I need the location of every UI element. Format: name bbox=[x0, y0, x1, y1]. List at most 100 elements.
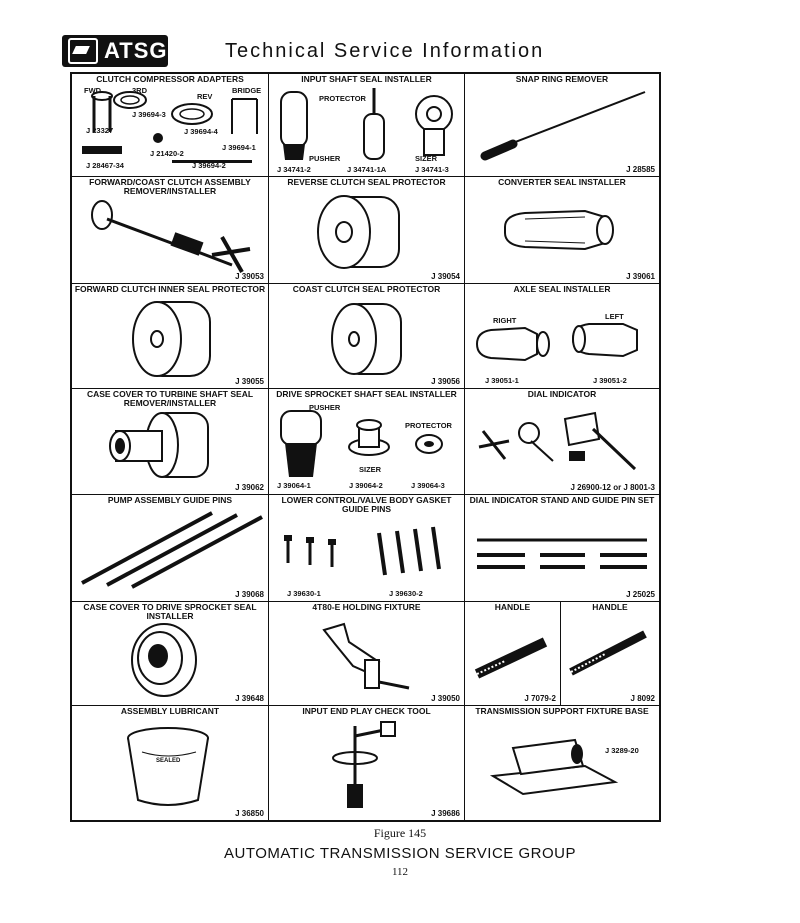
part-number: J 3289-20 bbox=[605, 746, 639, 755]
cell-reverse-clutch-protector: REVERSE CLUTCH SEAL PROTECTOR J 39054 bbox=[269, 177, 464, 283]
support-base-drawing bbox=[489, 738, 619, 796]
cell-axle-seal: AXLE SEAL INSTALLER RIGHT LEFT J 39051-1… bbox=[465, 284, 659, 388]
lubricant-can-drawing bbox=[127, 727, 209, 806]
part-number: J 39068 bbox=[235, 590, 264, 599]
part-number: J 39061 bbox=[626, 272, 655, 281]
label-left: LEFT bbox=[605, 312, 624, 321]
part-number: J 39051-2 bbox=[593, 376, 627, 385]
cell-converter-seal: CONVERTER SEAL INSTALLER J 39061 bbox=[465, 177, 659, 283]
cell-title: FORWARD/COAST CLUTCH ASSEMBLY REMOVER/IN… bbox=[89, 177, 251, 196]
label-pusher: PUSHER bbox=[309, 154, 341, 163]
cell-forward-inner-seal: FORWARD CLUTCH INNER SEAL PROTECTOR J 39… bbox=[72, 284, 268, 388]
part-number: J 39054 bbox=[431, 272, 460, 281]
part-number: J 39686 bbox=[431, 809, 460, 818]
cell-title: REVERSE CLUTCH SEAL PROTECTOR bbox=[287, 177, 446, 187]
cell-dial-indicator-stand: DIAL INDICATOR STAND AND GUIDE PIN SET J… bbox=[465, 495, 659, 601]
cell-title: DIAL INDICATOR bbox=[527, 389, 597, 399]
forward-inner-drawing bbox=[132, 301, 211, 377]
cell-assembly-lubricant: ASSEMBLY LUBRICANT SEALED J 36850 bbox=[72, 706, 268, 820]
part-number: J 28467-34 bbox=[86, 161, 124, 170]
case-cover-turbine-drawing bbox=[109, 412, 209, 478]
cell-handle-2: HANDLE J 8092 bbox=[561, 602, 659, 705]
figure-caption: Figure 145 bbox=[373, 826, 427, 840]
cell-support-fixture-base: TRANSMISSION SUPPORT FIXTURE BASE J 3289… bbox=[465, 706, 659, 820]
tool-grid: CLUTCH COMPRESSOR ADAPTERS FWD 3RD REV B… bbox=[70, 72, 661, 822]
part-number: J 39062 bbox=[235, 483, 264, 492]
case-cover-drive-drawing bbox=[131, 623, 197, 697]
part-number: J 39064-3 bbox=[411, 481, 445, 490]
part-number: J 39630-2 bbox=[389, 589, 423, 598]
cell-title: COAST CLUTCH SEAL PROTECTOR bbox=[292, 284, 441, 294]
cell-holding-fixture: 4T80-E HOLDING FIXTURE J 39050 bbox=[269, 602, 464, 705]
cell-lower-control-pins: LOWER CONTROL/VALVE BODY GASKET GUIDE PI… bbox=[269, 495, 464, 601]
part-number: J 39694-1 bbox=[222, 143, 256, 152]
label-fwd: FWD bbox=[84, 86, 102, 95]
part-number: J 39055 bbox=[235, 377, 264, 386]
cell-drive-sprocket-installer: DRIVE SPROCKET SHAFT SEAL INSTALLER PUSH… bbox=[269, 389, 464, 494]
cell-title: INPUT END PLAY CHECK TOOL bbox=[302, 706, 431, 716]
converter-seal-drawing bbox=[504, 209, 614, 251]
dial-stand-drawing bbox=[477, 538, 647, 569]
axle-seal-drawing bbox=[475, 323, 638, 362]
label-protector: PROTECTOR bbox=[405, 421, 452, 430]
footer-title: AUTOMATIC TRANSMISSION SERVICE GROUP bbox=[224, 845, 576, 862]
part-number: J 39694-2 bbox=[192, 161, 226, 170]
part-number: J 39648 bbox=[235, 694, 264, 703]
cell-case-cover-drive: CASE COVER TO DRIVE SPROCKET SEAL INSTAL… bbox=[72, 602, 268, 705]
cell-coast-clutch-protector: COAST CLUTCH SEAL PROTECTOR J 39056 bbox=[269, 284, 464, 388]
handle-2-drawing bbox=[569, 630, 647, 676]
pump-guide-drawing bbox=[81, 511, 263, 589]
part-number: J 21420-2 bbox=[150, 149, 184, 158]
cell-title: HANDLE bbox=[592, 602, 628, 612]
part-number: J 7079-2 bbox=[524, 694, 556, 703]
cell-end-play-tool: INPUT END PLAY CHECK TOOL J 39686 bbox=[269, 706, 464, 820]
cell-title: INPUT SHAFT SEAL INSTALLER bbox=[301, 74, 432, 84]
label-sizer: SIZER bbox=[359, 465, 382, 474]
snap-ring-drawing bbox=[480, 91, 646, 161]
part-number: J 36850 bbox=[235, 809, 264, 818]
part-number: J 39050 bbox=[431, 694, 460, 703]
part-number: J 39056 bbox=[431, 377, 460, 386]
cell-title: CASE COVER TO DRIVE SPROCKET SEAL INSTAL… bbox=[83, 602, 257, 621]
clutch-compressor-drawing bbox=[82, 91, 258, 163]
cell-title: LOWER CONTROL/VALVE BODY GASKET GUIDE PI… bbox=[281, 495, 452, 514]
page-number: 112 bbox=[391, 866, 409, 878]
cell-title: PUMP ASSEMBLY GUIDE PINS bbox=[107, 495, 233, 505]
holding-fixture-drawing bbox=[322, 622, 410, 690]
part-number: J 39064-2 bbox=[349, 481, 383, 490]
end-play-drawing bbox=[332, 721, 396, 808]
label-protector: PROTECTOR bbox=[319, 94, 366, 103]
cell-pump-guide-pins: PUMP ASSEMBLY GUIDE PINS J 39068 bbox=[72, 495, 268, 601]
cell-input-shaft-seal: INPUT SHAFT SEAL INSTALLER PROTECTOR PUS… bbox=[269, 74, 464, 176]
logo-text: ATSG bbox=[104, 38, 168, 63]
lower-control-drawing bbox=[284, 526, 441, 576]
atsg-logo-mark-icon bbox=[68, 38, 98, 64]
can-label: SEALED bbox=[156, 758, 181, 764]
atsg-logo: ATSG bbox=[62, 35, 168, 67]
part-number: J 39051-1 bbox=[485, 376, 519, 385]
part-number: J 39694-4 bbox=[184, 127, 218, 136]
label-right: RIGHT bbox=[493, 316, 517, 325]
part-number: J 28585 bbox=[626, 165, 655, 174]
cell-title: DIAL INDICATOR STAND AND GUIDE PIN SET bbox=[469, 495, 655, 505]
cell-forward-coast-clutch: FORWARD/COAST CLUTCH ASSEMBLY REMOVER/IN… bbox=[72, 177, 268, 283]
part-number: J 39694-3 bbox=[132, 110, 166, 119]
part-number: J 39630-1 bbox=[287, 589, 321, 598]
page-title: Technical Service Information bbox=[225, 40, 545, 62]
drive-sprocket-drawing bbox=[280, 410, 443, 477]
cell-snap-ring-remover: SNAP RING REMOVER J 28585 bbox=[465, 74, 659, 176]
part-number: J 34741-3 bbox=[415, 165, 449, 174]
coast-clutch-drawing bbox=[331, 303, 402, 375]
input-shaft-drawing bbox=[280, 88, 453, 160]
label-bridge: BRIDGE bbox=[232, 86, 262, 95]
part-number: J 34741-2 bbox=[277, 165, 311, 174]
label-rev: REV bbox=[197, 92, 213, 101]
part-number: J 25025 bbox=[626, 590, 655, 599]
cell-title: AXLE SEAL INSTALLER bbox=[513, 284, 611, 294]
cell-title: SNAP RING REMOVER bbox=[515, 74, 609, 84]
cell-handle-1: HANDLE J 7079-2 bbox=[465, 602, 560, 705]
cell-title: TRANSMISSION SUPPORT FIXTURE BASE bbox=[475, 706, 649, 716]
part-number: J 34741-1A bbox=[347, 165, 387, 174]
cell-title: CLUTCH COMPRESSOR ADAPTERS bbox=[96, 74, 244, 84]
cell-title: HANDLE bbox=[494, 602, 531, 612]
